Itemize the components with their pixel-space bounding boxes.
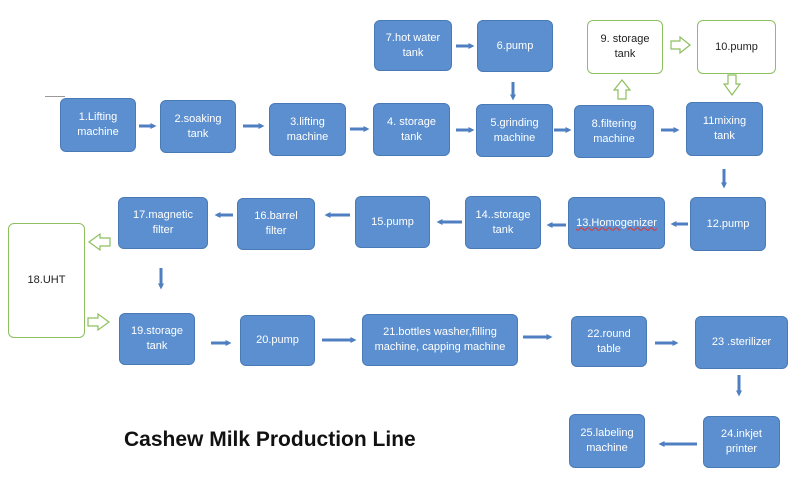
arrow-18-19: [87, 312, 111, 332]
node-6-pump: 6.pump: [477, 20, 553, 72]
diagram-title: Cashew Milk Production Line: [124, 428, 416, 451]
arrow-10-11: [722, 74, 742, 97]
divider-line: [45, 96, 65, 97]
arrow-17-18: [87, 232, 111, 252]
node-23-sterilizer: 23 .sterilizer: [695, 316, 788, 369]
node-12-pump: 12.pump: [690, 197, 766, 251]
node-15-pump: 15.pump: [355, 196, 430, 248]
node-10-pump: 10.pump: [697, 20, 776, 74]
node-18-uht: 18.UHT: [8, 223, 85, 338]
arrow-8-9: [612, 79, 632, 100]
node-13-homogenizer: 13.Homogenizer: [568, 197, 665, 249]
arrow-9-10: [670, 35, 691, 55]
node-20-pump: 20.pump: [240, 315, 315, 366]
